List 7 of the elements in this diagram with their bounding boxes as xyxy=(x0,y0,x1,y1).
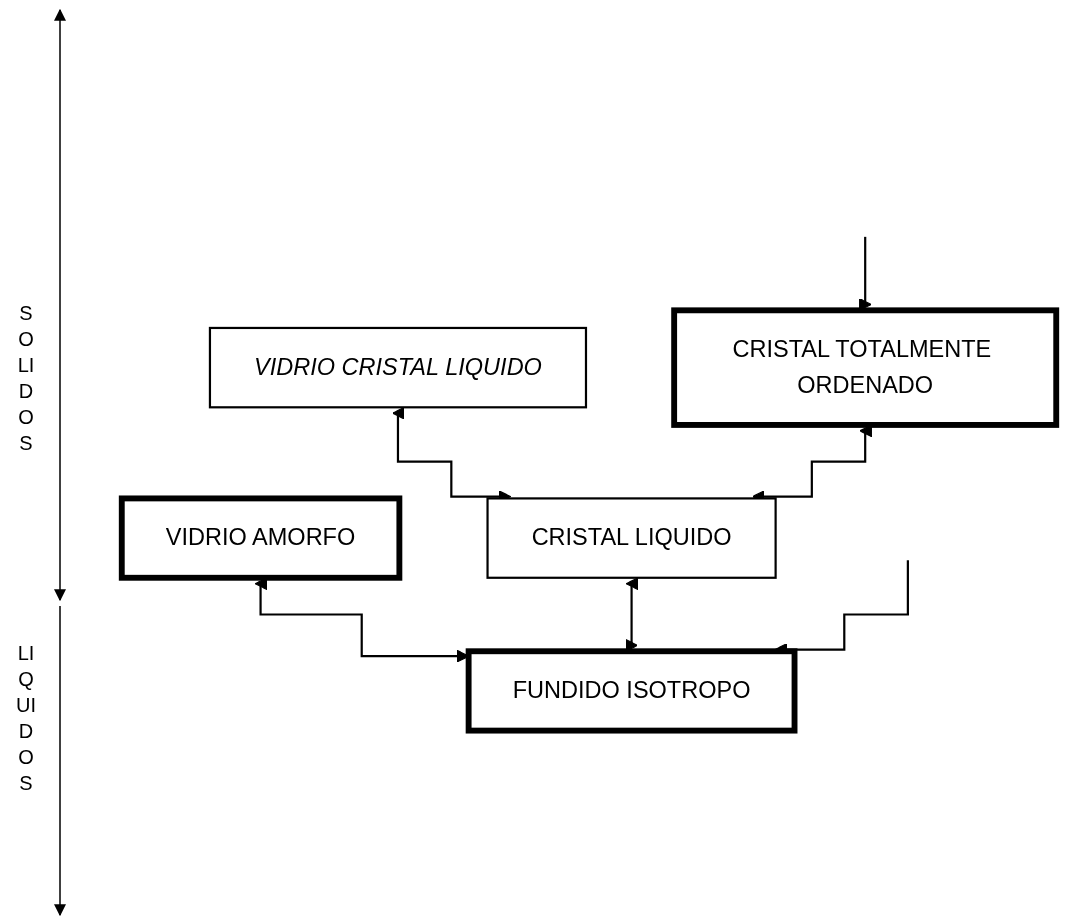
node-box: CRISTAL TOTALMENTE ORDENADO xyxy=(671,307,1060,429)
node-box: VIDRIO AMORFO xyxy=(118,495,403,582)
node-box: VIDRIO CRISTAL LIQUIDO xyxy=(208,327,588,409)
axis-label: LIQUIDOS xyxy=(15,641,37,796)
axis-label: SOLIDOS xyxy=(16,301,36,456)
node-box: CRISTAL LIQUIDO xyxy=(486,497,777,580)
node-box: FUNDIDO ISOTROPO xyxy=(465,648,798,734)
